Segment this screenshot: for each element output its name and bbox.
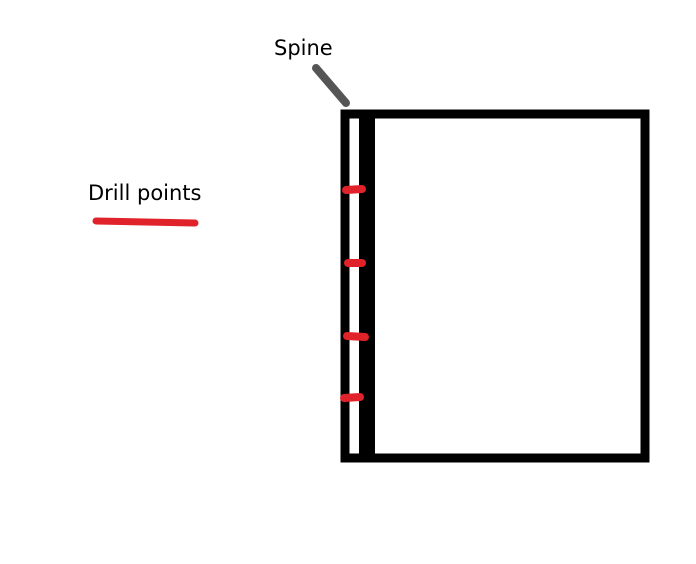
spine-label: Spine bbox=[274, 36, 333, 60]
drill-point bbox=[340, 393, 364, 402]
spine-pointer-line bbox=[312, 64, 350, 107]
drill-point bbox=[342, 185, 366, 194]
book-outline bbox=[340, 109, 650, 463]
drill-points-label: Drill points bbox=[88, 181, 202, 205]
drill-point-legend-mark bbox=[92, 217, 199, 227]
drill-point bbox=[343, 332, 369, 341]
spine-strip bbox=[359, 114, 375, 458]
